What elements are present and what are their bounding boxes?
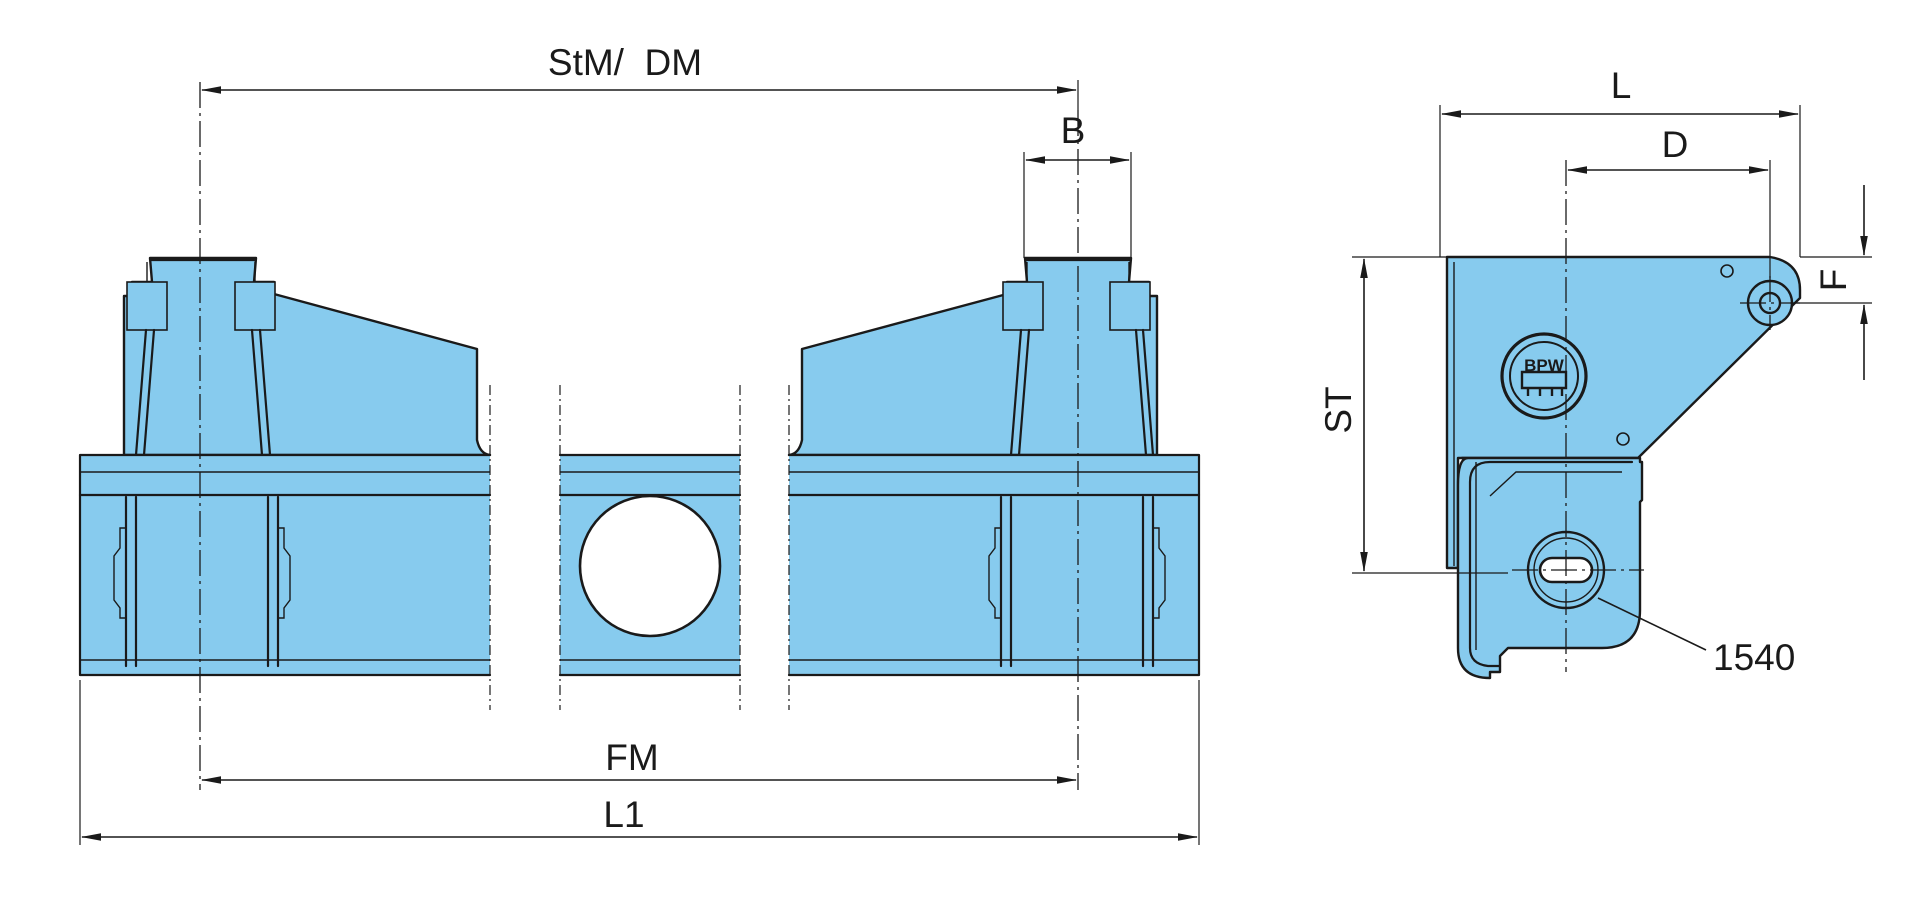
st-dimension: ST (1318, 256, 1508, 574)
l1-label: L1 (603, 794, 644, 835)
axle-tube-section (578, 494, 722, 638)
b-label: B (1061, 110, 1086, 151)
front-view: StM/ DM B FM L1 (78, 42, 1201, 845)
b-dimension: B (1023, 110, 1132, 258)
l-label: L (1611, 65, 1632, 106)
f-label: F (1813, 269, 1854, 292)
l-dimension: L (1439, 65, 1801, 257)
left-hanger-bracket (122, 256, 492, 457)
break-lines (489, 385, 790, 710)
part-number-label: 1540 (1713, 637, 1795, 678)
d-dimension: D (1567, 124, 1771, 278)
side-view: BPW L D F ST (1318, 65, 1872, 680)
stm-dm-dimension: StM/ DM (201, 42, 1079, 110)
fm-label: FM (605, 737, 658, 778)
st-label: ST (1318, 386, 1359, 433)
l1-dimension: L1 (79, 680, 1200, 845)
fm-dimension: FM (201, 737, 1077, 784)
axle-beam-left-segment (78, 453, 492, 677)
axle-beam-right-segment (787, 453, 1201, 677)
bpw-logo: BPW (1500, 332, 1588, 420)
svg-text:BPW: BPW (1524, 356, 1565, 375)
right-hanger-bracket (787, 256, 1159, 457)
axle-beam-middle-segment (558, 453, 742, 677)
stm-dm-label: StM/ DM (548, 42, 702, 83)
f-dimension: F (1790, 185, 1872, 380)
part-callout: 1540 (1597, 597, 1795, 678)
d-label: D (1662, 124, 1689, 165)
